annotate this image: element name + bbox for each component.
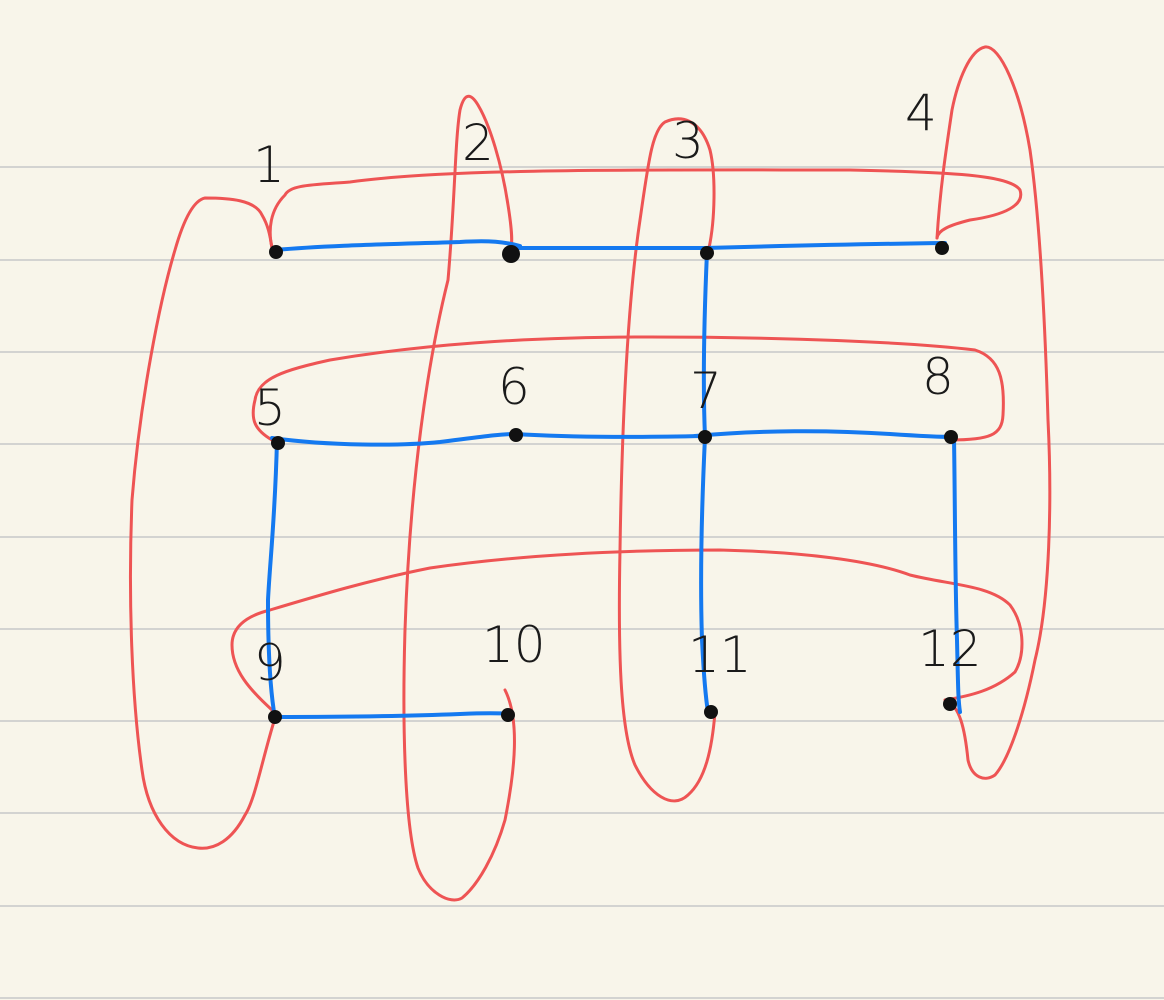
node-label: 7	[690, 362, 722, 420]
graph-edges	[266, 239, 962, 720]
node-10	[501, 708, 515, 722]
group-loop	[128, 196, 277, 850]
node-label: 12	[918, 620, 982, 678]
edge	[513, 432, 707, 439]
node-2	[502, 245, 520, 263]
group-loop	[230, 548, 1024, 712]
node-8	[944, 430, 958, 444]
edge	[273, 239, 522, 252]
edge	[701, 250, 709, 439]
node-3	[700, 246, 714, 260]
node-label: 10	[482, 616, 546, 674]
edge	[699, 435, 710, 714]
node-label: 6	[498, 358, 530, 416]
node-label: 5	[254, 379, 286, 437]
notebook-ruled-lines	[0, 166, 1164, 999]
edge	[270, 432, 517, 447]
group-loops	[128, 45, 1052, 902]
edge	[273, 711, 510, 719]
group-loop	[617, 117, 717, 803]
group-loop	[251, 335, 1005, 442]
node-12	[943, 697, 957, 711]
node-label: 2	[462, 114, 494, 172]
node-4	[935, 241, 949, 255]
group-loop	[402, 94, 516, 902]
node-9	[268, 710, 282, 724]
node-6	[509, 428, 523, 442]
edge	[952, 435, 962, 714]
edge	[266, 438, 279, 720]
node-5	[271, 436, 285, 450]
node-label: 8	[922, 348, 954, 406]
node-11	[704, 705, 718, 719]
node-label: 11	[688, 626, 752, 684]
edge	[693, 429, 957, 439]
group-loop	[268, 168, 1023, 250]
node-labels: 1 2 3 4 5 6 7 8 9 10 11 12	[253, 84, 982, 692]
node-7	[698, 430, 712, 444]
node-label: 3	[672, 112, 704, 170]
node-label: 1	[253, 136, 285, 194]
edge	[703, 241, 947, 250]
group-loop	[935, 45, 1052, 780]
graph-nodes	[268, 241, 958, 724]
node-label: 9	[254, 634, 286, 692]
node-label: 4	[905, 84, 937, 142]
node-1	[269, 245, 283, 259]
